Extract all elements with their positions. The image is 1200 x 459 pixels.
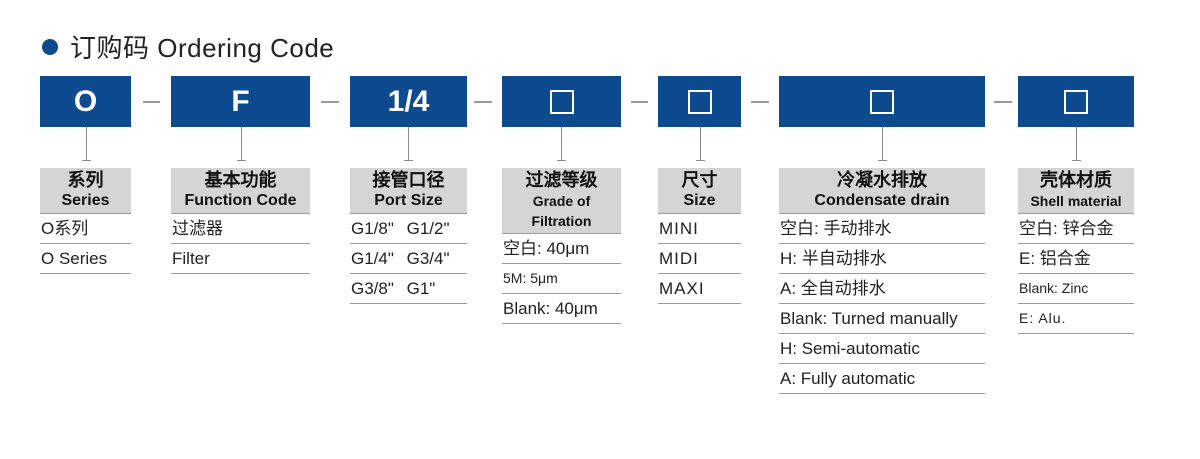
column-header: 尺寸 Size: [658, 168, 741, 214]
list-item: 空白: 40μm: [502, 234, 621, 264]
code-box-shell: [1018, 76, 1134, 127]
header-en: Size: [683, 192, 716, 209]
empty-square-icon: [549, 89, 574, 114]
column-header: 冷凝水排放 Condensate drain: [779, 168, 985, 214]
header-cn: 过滤等级: [525, 170, 598, 190]
empty-square-icon: [870, 89, 894, 114]
column-port-size: 接管口径 Port Size G1/8" G1/2" G1/4" G3/4" G…: [350, 168, 467, 304]
column-header: 系列 Series: [40, 168, 131, 214]
connector-line: [241, 127, 242, 161]
page-title: 订购码 Ordering Code: [70, 33, 335, 63]
empty-square-icon: [687, 89, 712, 114]
list-item: 空白: 手动排水: [779, 214, 985, 244]
code-box-filtration: [502, 76, 621, 127]
list-item: E: 铝合金: [1018, 244, 1134, 274]
list-item: 过滤器: [171, 214, 310, 244]
header-cn: 冷凝水排放: [837, 170, 927, 190]
column-shell-material: 壳体材质 Shell material 空白: 锌合金 E: 铝合金 Blank…: [1018, 168, 1134, 334]
list-item: Filter: [171, 244, 310, 274]
separator-dash: [143, 101, 160, 103]
separator-dash: [994, 101, 1012, 103]
column-header: 壳体材质 Shell material: [1018, 168, 1134, 214]
connector-line: [557, 160, 566, 161]
column-function: 基本功能 Function Code 过滤器 Filter: [171, 168, 310, 274]
list-item: A: 全自动排水: [779, 274, 985, 304]
header-en: Series: [61, 192, 110, 209]
connector-line: [882, 127, 883, 161]
list-item: H: 半自动排水: [779, 244, 985, 274]
header-en: Condensate drain: [814, 192, 950, 209]
list-item: E: Alu.: [1018, 304, 1134, 334]
header-en: Grade of Filtration: [531, 193, 592, 229]
connector-line: [404, 160, 413, 161]
column-size: 尺寸 Size MINI MIDI MAXI: [658, 168, 741, 304]
separator-dash: [474, 101, 492, 103]
code-box-size: [658, 76, 741, 127]
bullet-icon: [42, 38, 58, 55]
list-item: MINI: [658, 214, 741, 244]
separator-dash: [631, 101, 648, 103]
list-item: Blank: Turned manually: [779, 304, 985, 334]
header-en: Function Code: [184, 192, 297, 209]
list-item: Blank: Zinc: [1018, 274, 1134, 304]
code-box-port-size: 1/4: [350, 76, 467, 127]
connector-line: [561, 127, 562, 161]
connector-line: [696, 160, 705, 161]
list-item: G1/4" G3/4": [350, 244, 467, 274]
connector-line: [1076, 127, 1077, 161]
list-item: G3/8" G1": [350, 274, 467, 304]
connector-line: [700, 127, 701, 161]
connector-line: [878, 160, 887, 161]
list-item: A: Fully automatic: [779, 364, 985, 394]
header-cn: 壳体材质: [1040, 170, 1112, 190]
separator-dash: [751, 101, 769, 103]
header-cn: 尺寸: [681, 170, 718, 190]
header-en: Shell material: [1030, 193, 1122, 209]
section-title: 订购码 Ordering Code: [42, 28, 334, 65]
connector-line: [86, 127, 87, 161]
list-item: 空白: 锌合金: [1018, 214, 1134, 244]
list-item: Blank: 40μm: [502, 294, 621, 324]
list-item: MAXI: [658, 274, 741, 304]
separator-dash: [321, 101, 339, 103]
column-header: 基本功能 Function Code: [171, 168, 310, 214]
list-item: O Series: [40, 244, 131, 274]
column-condensate-drain: 冷凝水排放 Condensate drain 空白: 手动排水 H: 半自动排水…: [779, 168, 985, 394]
empty-square-icon: [1064, 89, 1088, 114]
code-box-drain: [779, 76, 985, 127]
header-en: Port Size: [374, 192, 443, 209]
list-item: G1/8" G1/2": [350, 214, 467, 244]
column-filtration: 过滤等级 Grade of Filtration 空白: 40μm 5M: 5μ…: [502, 168, 621, 324]
connector-line: [82, 160, 91, 161]
header-cn: 接管口径: [372, 170, 445, 190]
connector-line: [408, 127, 409, 161]
connector-line: [1072, 160, 1081, 161]
list-item: 5M: 5μm: [502, 264, 621, 294]
list-item: MIDI: [658, 244, 741, 274]
code-box-series: O: [40, 76, 131, 127]
column-series: 系列 Series O系列 O Series: [40, 168, 131, 274]
connector-line: [237, 160, 246, 161]
header-cn: 系列: [67, 170, 104, 190]
list-item: O系列: [40, 214, 131, 244]
list-item: H: Semi-automatic: [779, 334, 985, 364]
column-header: 过滤等级 Grade of Filtration: [502, 168, 621, 234]
column-header: 接管口径 Port Size: [350, 168, 467, 214]
code-box-function: F: [171, 76, 310, 127]
header-cn: 基本功能: [204, 170, 277, 190]
